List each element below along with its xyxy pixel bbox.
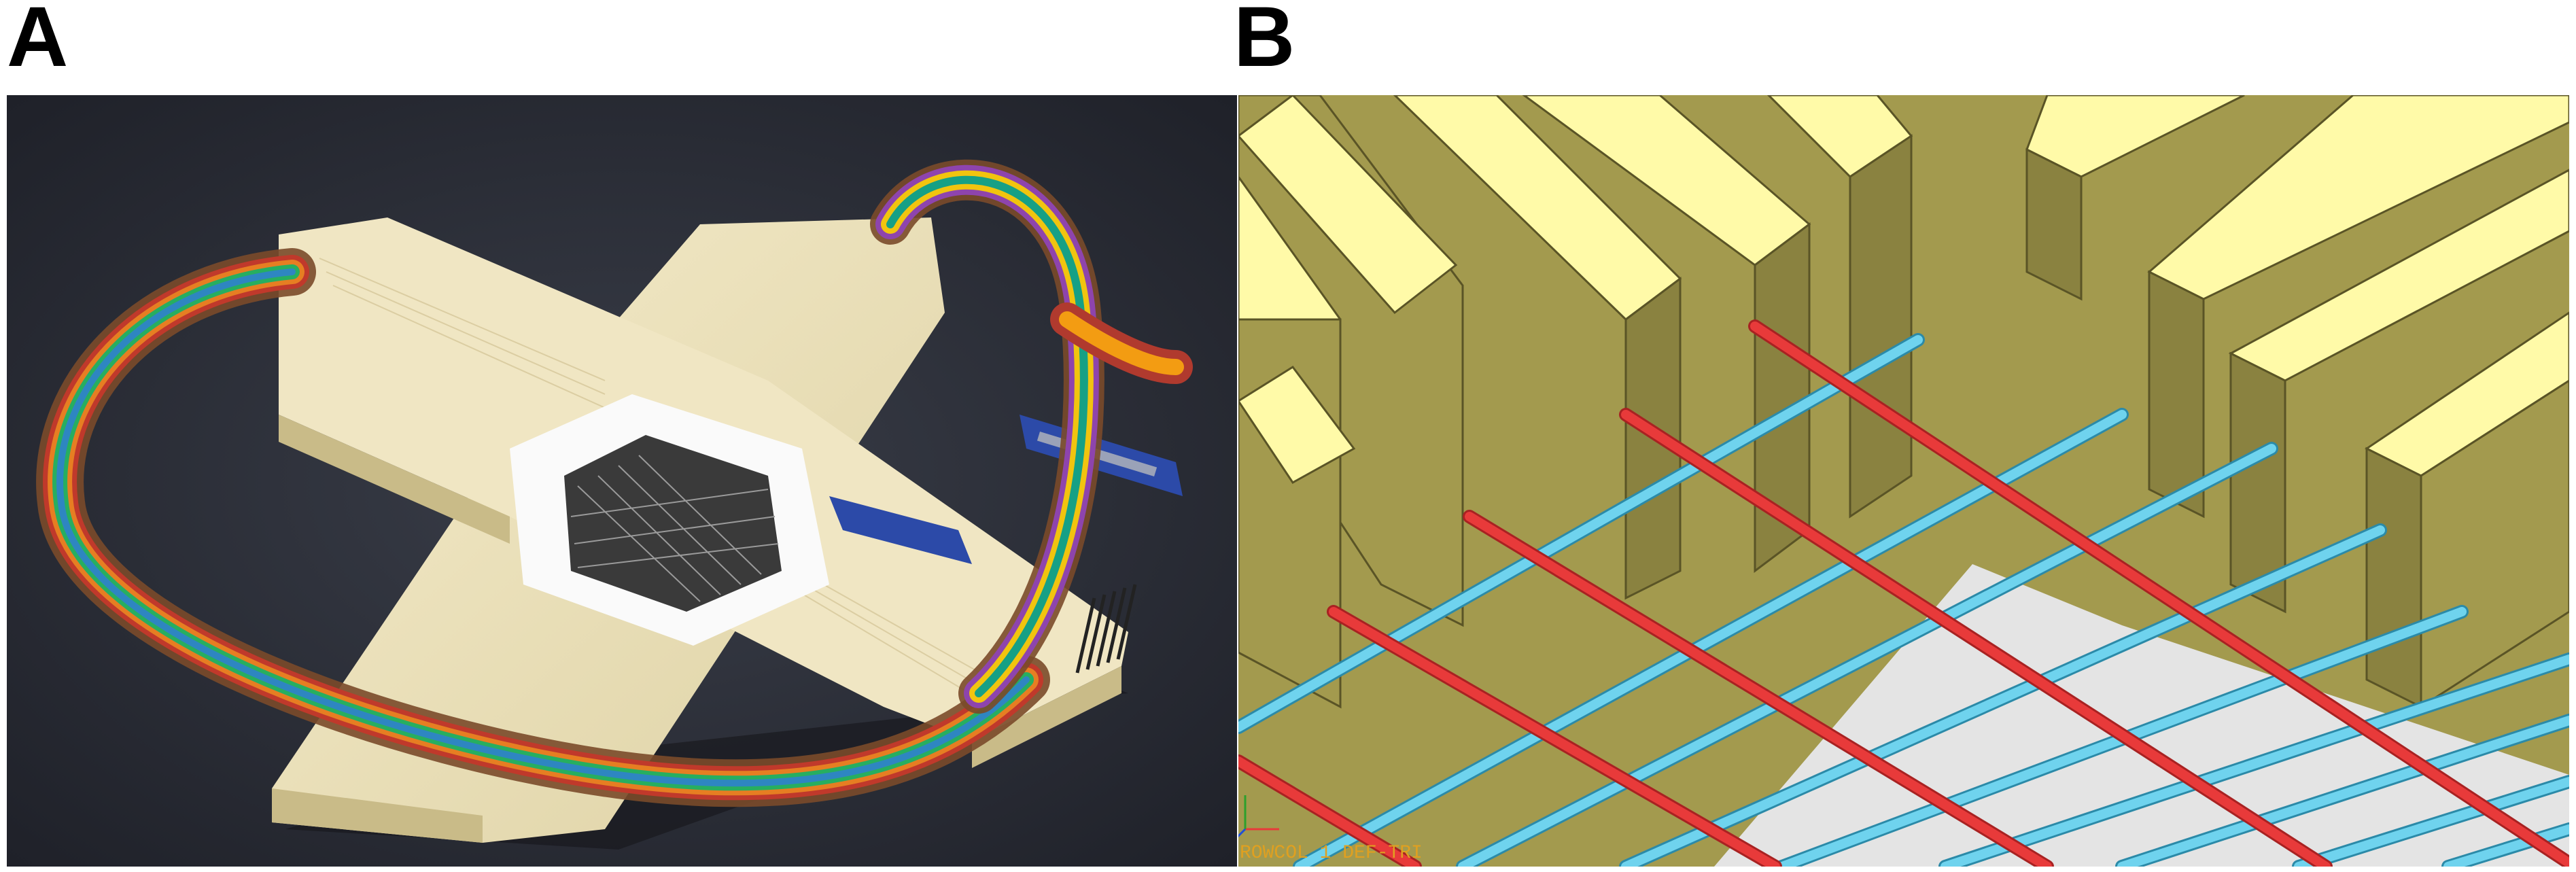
panel-label-b: B — [1234, 0, 1295, 84]
cad-illustration — [1238, 95, 2569, 867]
sensor-frame — [510, 394, 829, 646]
photo-panel — [7, 95, 1237, 867]
ribbon-cable-icon — [36, 159, 1193, 807]
cad-wires-cyan — [1238, 333, 2569, 867]
cad-wires-red — [1238, 319, 2569, 867]
photo-illustration — [7, 95, 1237, 867]
pin-header — [1075, 584, 1137, 674]
cad-caption: ROWCOL 1 DEF-TRI — [1240, 843, 1423, 864]
axis-triad-icon — [1238, 795, 1279, 838]
panel-label-a: A — [7, 0, 69, 84]
cad-render-panel — [1238, 95, 2569, 867]
